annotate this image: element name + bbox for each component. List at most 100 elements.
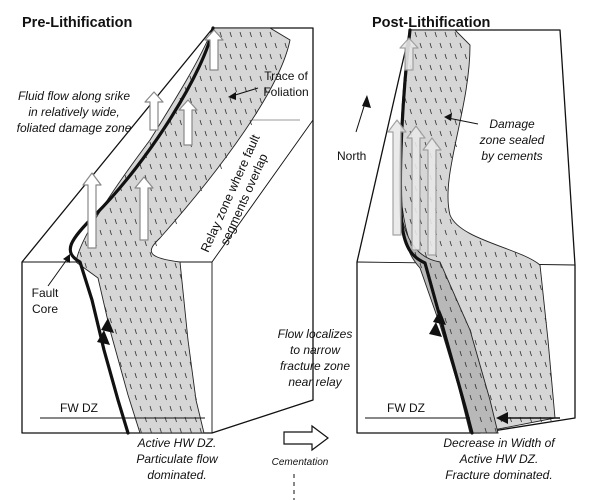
foliation-dash xyxy=(179,361,182,368)
foliation-dash xyxy=(434,97,437,104)
foliation-dash xyxy=(479,240,482,247)
foliation-dash xyxy=(174,328,177,335)
foliation-dash xyxy=(144,240,147,247)
post-lithification-title: Post-Lithification xyxy=(372,15,490,31)
foliation-dash xyxy=(484,273,487,280)
foliation-dash xyxy=(124,218,127,225)
foliation-dash xyxy=(214,152,217,159)
foliation-dash xyxy=(459,350,462,357)
foliation-dash xyxy=(404,119,407,126)
foliation-dash xyxy=(134,328,137,335)
foliation-dash xyxy=(149,427,152,434)
foliation-dash xyxy=(499,306,502,313)
foliation-dash xyxy=(439,240,442,247)
foliation-dash xyxy=(114,262,117,269)
foliation-dash xyxy=(454,75,457,82)
foliation-dash xyxy=(149,383,152,390)
foliation-dash xyxy=(214,86,217,93)
foliation-dash xyxy=(449,64,452,71)
foliation-dash xyxy=(179,317,182,324)
foliation-dash xyxy=(524,317,527,324)
foliation-dash xyxy=(229,119,232,126)
foliation-dash xyxy=(464,295,467,302)
foliation-dash xyxy=(154,218,157,225)
foliation-dash xyxy=(474,317,477,324)
foliation-dash xyxy=(454,31,457,38)
foliation-dash xyxy=(544,339,547,346)
foliation-dash xyxy=(164,306,167,313)
foliation-dash xyxy=(439,218,442,225)
foliation-dash xyxy=(99,229,102,236)
foliation-dash xyxy=(284,42,287,49)
foliation-dash xyxy=(134,350,137,357)
foliation-dash xyxy=(164,218,167,225)
foliation-dash xyxy=(124,284,127,291)
foliation-dash xyxy=(494,383,497,390)
foliation-dash xyxy=(464,339,467,346)
foliation-dash xyxy=(184,152,187,159)
foliation-dash xyxy=(244,42,247,49)
foliation-dash xyxy=(534,361,537,368)
foliation-dash xyxy=(444,119,447,126)
foliation-dash xyxy=(529,394,532,401)
foliation-dash xyxy=(439,174,442,181)
foliation-dash xyxy=(444,163,447,170)
foliation-dash xyxy=(494,273,497,280)
foliation-dash xyxy=(199,163,202,170)
foliation-dash xyxy=(194,174,197,181)
trace-of-foliation-label: Trace of Foliation xyxy=(228,69,309,100)
foliation-dash xyxy=(154,240,157,247)
foliation-dash xyxy=(104,240,107,247)
foliation-dash xyxy=(114,328,117,335)
foliation-dash xyxy=(234,108,237,115)
foliation-dash xyxy=(219,53,222,60)
foliation-dash xyxy=(109,251,112,258)
foliation-dash xyxy=(489,306,492,313)
foliation-dash xyxy=(514,295,517,302)
foliation-dash xyxy=(474,383,477,390)
foliation-dash xyxy=(104,306,107,313)
foliation-dash xyxy=(174,196,177,203)
foliation-dash xyxy=(134,306,137,313)
foliation-dash xyxy=(249,53,252,60)
foliation-dash xyxy=(174,350,177,357)
foliation-dash xyxy=(499,372,502,379)
foliation-dash xyxy=(234,42,237,49)
fault-core-label-line1: Fault xyxy=(32,286,59,300)
foliation-dash xyxy=(184,174,187,181)
foliation-dash xyxy=(459,42,462,49)
foliation-dash xyxy=(114,284,117,291)
foliation-dash xyxy=(199,141,202,148)
trace-label-line2: Foliation xyxy=(263,85,308,99)
foliation-dash xyxy=(469,262,472,269)
foliation-dash xyxy=(504,361,507,368)
foliation-dash xyxy=(199,75,202,82)
foliation-dash xyxy=(194,130,197,137)
foliation-dash xyxy=(254,108,257,115)
foliation-dash xyxy=(109,207,112,214)
foliation-dash xyxy=(169,405,172,412)
foliation-dash xyxy=(224,152,227,159)
foliation-dash xyxy=(154,350,157,357)
foliation-dash xyxy=(139,361,142,368)
foliation-dash xyxy=(164,350,167,357)
post-lithification-block xyxy=(356,28,576,435)
foliation-dash xyxy=(229,75,232,82)
foliation-dash xyxy=(164,174,167,181)
foliation-dash xyxy=(504,317,507,324)
foliation-dash xyxy=(134,218,137,225)
foliation-dash xyxy=(489,328,492,335)
foliation-dash xyxy=(184,328,187,335)
foliation-dash xyxy=(199,119,202,126)
foliation-dash xyxy=(409,152,412,159)
fluid-flow-arrows-right xyxy=(387,37,442,256)
foliation-dash xyxy=(529,372,532,379)
foliation-dash xyxy=(429,64,432,71)
foliation-dash xyxy=(149,295,152,302)
foliation-dash xyxy=(144,284,147,291)
foliation-dash xyxy=(154,394,157,401)
foliation-dash xyxy=(204,64,207,71)
foliation-dash xyxy=(474,273,477,280)
foliation-dash xyxy=(414,31,417,38)
flow-note-line1: Flow localizes xyxy=(278,327,353,341)
